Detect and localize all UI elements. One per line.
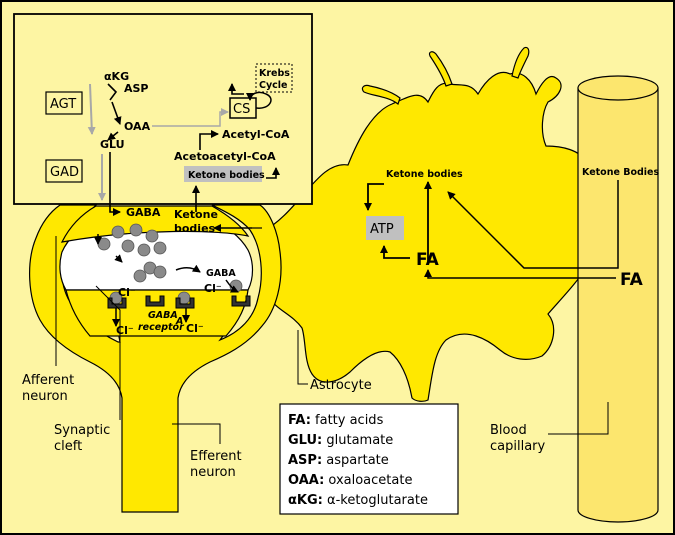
cl-label-1: Cl⁻ xyxy=(118,286,136,299)
arrow-ketone-to-acetoacetyl xyxy=(266,167,280,179)
agt-box xyxy=(45,91,83,115)
acetyl-coa-label: Acetyl-CoA xyxy=(222,128,290,141)
akg-label: αKG xyxy=(104,70,129,83)
atp-box xyxy=(366,216,404,240)
oaa-label: OAA xyxy=(124,120,151,133)
krebs-line2: Cycle xyxy=(259,80,288,91)
gaba-a-label: GABA xyxy=(148,310,178,321)
efferent-line2: neuron xyxy=(190,465,236,480)
asp-label: ASP xyxy=(124,82,149,95)
cl-label-4: Cl⁻ xyxy=(186,322,204,335)
arrow-release-3 xyxy=(175,264,201,273)
legend: FA: fatty acids GLU: glutamate ASP: aspa… xyxy=(279,403,459,515)
arrow-asp-oaa xyxy=(111,101,122,125)
arrow-fa-to-atp xyxy=(380,245,410,259)
arrow-oaa-cs xyxy=(152,108,229,127)
legend-akg: αKG: α-ketoglutarate xyxy=(288,493,428,508)
vesicles xyxy=(97,223,243,305)
receptor-label: receptor xyxy=(138,322,185,333)
gad-label: GAD xyxy=(50,165,79,180)
ketone-line1: Ketone xyxy=(174,208,218,221)
ketone-bodies-box xyxy=(184,166,262,182)
atp-label: ATP xyxy=(370,222,394,237)
arrow-oaa-glu xyxy=(107,131,119,141)
cs-label: CS xyxy=(233,102,250,117)
capillary-fa-label: FA xyxy=(620,270,644,290)
krebs-box xyxy=(255,63,293,93)
arrow-to-acetyl xyxy=(199,130,219,150)
arrow-capillary-fa xyxy=(424,269,616,279)
blood-line2: capillary xyxy=(490,439,546,454)
krebs-line1: Krebs xyxy=(259,68,290,79)
gaba-terminal-label: GABA xyxy=(126,206,161,219)
arrow-glu-gaba xyxy=(109,152,121,216)
blood-line1: Blood xyxy=(490,423,527,438)
arrow-krebs-up xyxy=(228,83,244,95)
astro-ketone-bodies-label: Ketone bodies xyxy=(386,169,463,180)
blood-capillary: Ketone Bodies FA xyxy=(424,75,659,523)
astrocyte: Ketone bodies ATP FA xyxy=(261,46,591,402)
legend-glu: GLU: glutamate xyxy=(288,433,393,448)
arrow-release-4 xyxy=(225,279,239,293)
gaba-a-subscript: A xyxy=(175,316,183,327)
synaptic-line1: Synaptic xyxy=(54,423,110,438)
arrow-capillary-ketone xyxy=(447,180,619,269)
legend-fa: FA: fatty acids xyxy=(288,413,384,428)
arrow-akg-asp xyxy=(107,83,118,101)
labels: Afferent neuron Synaptic cleft Efferent … xyxy=(22,236,609,480)
astrocyte-label: Astrocyte xyxy=(310,378,372,393)
capillary-ketone-bodies-label: Ketone Bodies xyxy=(582,167,659,178)
arrow-release-2 xyxy=(114,254,123,263)
cl-label-3: Cl⁻ xyxy=(116,324,134,337)
neuron: AGT GAD αKG ASP OAA GLU GABA CS Krebs Cy… xyxy=(13,13,313,513)
afferent-line2: neuron xyxy=(22,389,68,404)
afferent-line1: Afferent xyxy=(22,373,74,388)
ketone-line2: bodies xyxy=(174,222,216,235)
krebs-cycle-loop xyxy=(246,91,272,109)
cl-label-2: Cl⁻ xyxy=(204,282,222,295)
gad-box xyxy=(45,159,83,183)
ketone-bodies-box-label: Ketone bodies xyxy=(188,170,265,181)
arrow-agt xyxy=(87,83,96,135)
acetoacetyl-coa-label: Acetoacetyl-CoA xyxy=(174,150,276,163)
glu-label: GLU xyxy=(100,138,125,151)
agt-label: AGT xyxy=(50,97,76,112)
efferent-line1: Efferent xyxy=(190,449,242,464)
legend-asp: ASP: aspartate xyxy=(288,453,389,468)
arrow-ketone-to-atp xyxy=(364,183,384,211)
gaba-a-receptors xyxy=(107,295,251,309)
synaptic-line2: cleft xyxy=(54,439,82,454)
legend-oaa: OAA: oxaloacetate xyxy=(288,473,412,488)
gaba-cleft-label: GABA xyxy=(206,268,236,279)
cs-box xyxy=(229,97,257,119)
